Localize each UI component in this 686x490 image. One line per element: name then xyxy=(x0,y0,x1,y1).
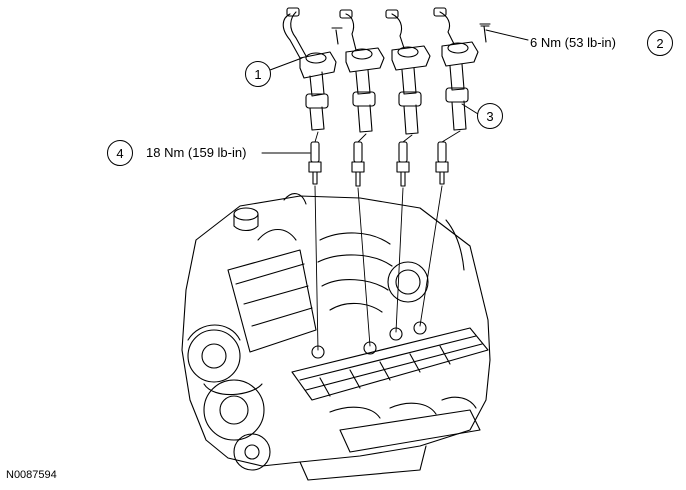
leader-line-3 xyxy=(461,103,479,115)
leader-line-2 xyxy=(485,29,529,41)
figure-id-label: N0087594 xyxy=(6,469,57,481)
spark-plug-1 xyxy=(308,141,322,185)
callout-1-number: 1 xyxy=(245,61,271,87)
callout-4-torque-spec: 18 Nm (159 lb-in) xyxy=(146,145,247,160)
ignition-coil-4 xyxy=(433,7,479,131)
callout-4-number: 4 xyxy=(107,140,133,166)
installation-lines xyxy=(314,130,461,351)
ignition-coil-2 xyxy=(339,9,385,133)
leader-line-1 xyxy=(269,57,303,71)
spark-plug-4 xyxy=(435,141,449,185)
spark-plug-2 xyxy=(351,141,365,187)
ignition-coil-3 xyxy=(385,9,431,135)
ignition-coil-1 xyxy=(282,7,337,131)
engine-block xyxy=(181,193,491,481)
coil-bolts xyxy=(331,23,491,45)
leader-lines xyxy=(261,29,529,154)
spark-plug-3 xyxy=(396,141,410,187)
callout-3-number: 3 xyxy=(477,103,503,129)
callout-2-torque-spec: 6 Nm (53 lb-in) xyxy=(530,35,616,50)
callout-2-number: 2 xyxy=(647,30,673,56)
